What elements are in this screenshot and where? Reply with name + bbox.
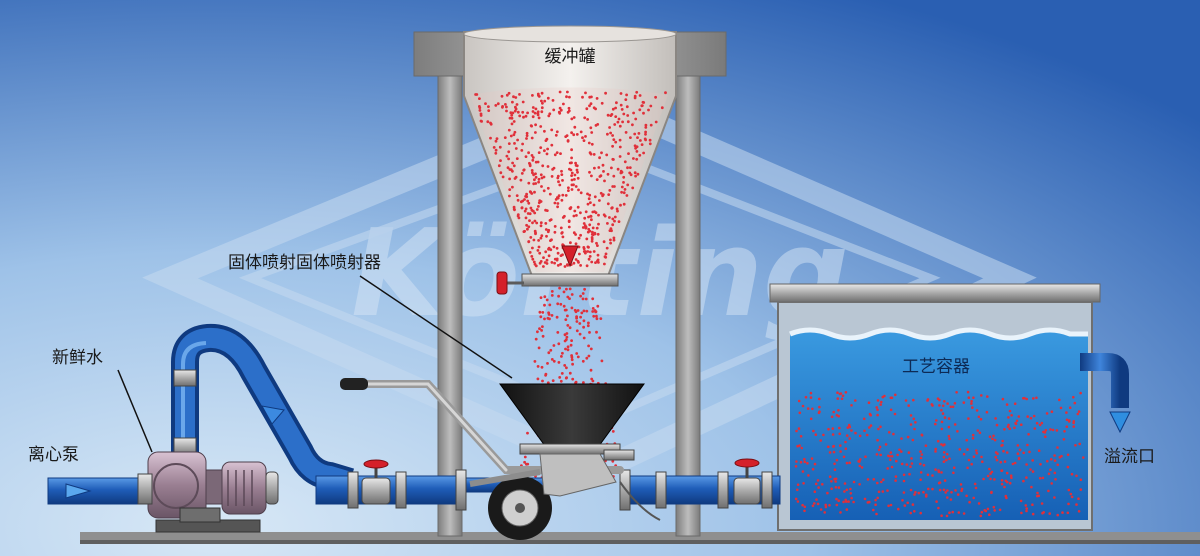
overflow-outlet <box>1080 353 1131 434</box>
floor-shadow <box>80 540 1200 544</box>
vessel-rim <box>769 283 1101 303</box>
hopper-flow-arrow <box>561 245 579 268</box>
hopper-valve-handle <box>496 271 508 295</box>
outlet-valve <box>733 458 761 505</box>
pump-label: 离心泵 <box>28 445 79 465</box>
fresh-water-leader-line <box>117 369 153 453</box>
buffer-hopper <box>463 25 677 295</box>
centrifugal-pump <box>137 437 279 533</box>
overflow-arrow <box>1109 411 1131 434</box>
hopper-powder <box>474 90 667 268</box>
inlet-flow-arrow <box>65 483 92 499</box>
inlet-valve <box>361 459 391 505</box>
vessel-label: 工艺容器 <box>902 357 970 377</box>
process-vessel <box>769 283 1101 531</box>
hopper-flange <box>521 273 619 287</box>
fresh-water-pipe <box>171 323 355 496</box>
vessel-water <box>790 330 1088 520</box>
hopper-label: 缓冲罐 <box>545 47 596 67</box>
intake-flow-arrow <box>261 405 285 425</box>
overflow-label: 溢流口 <box>1104 447 1155 467</box>
fresh-water-label: 新鲜水 <box>52 348 103 368</box>
solids-eductor <box>469 383 645 497</box>
floor-rail <box>80 532 1200 542</box>
cart-handle <box>340 378 368 390</box>
vessel-particles <box>794 390 1085 518</box>
eductor-label: 固体喷射固体喷射器 <box>228 253 381 273</box>
water-surface <box>789 327 1088 341</box>
eductor-leader-line <box>359 275 513 379</box>
